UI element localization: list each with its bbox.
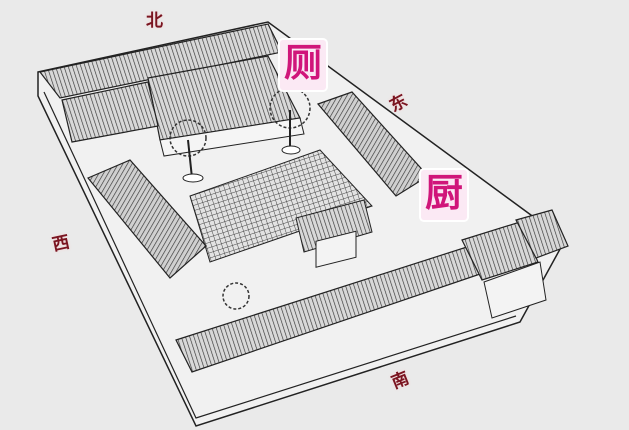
direction-north: 北: [146, 11, 163, 31]
front-gate: [461, 209, 569, 319]
west-wing: [87, 159, 207, 279]
kitchen-label: 厨: [421, 170, 467, 220]
inner-gate: [295, 199, 373, 268]
north-hall: [38, 23, 305, 157]
tree-east: [269, 87, 311, 155]
courtyard-paving: [189, 149, 373, 263]
tree-front: [222, 282, 250, 310]
tree-west: [169, 119, 207, 183]
toilet-label: 厕: [280, 40, 326, 90]
